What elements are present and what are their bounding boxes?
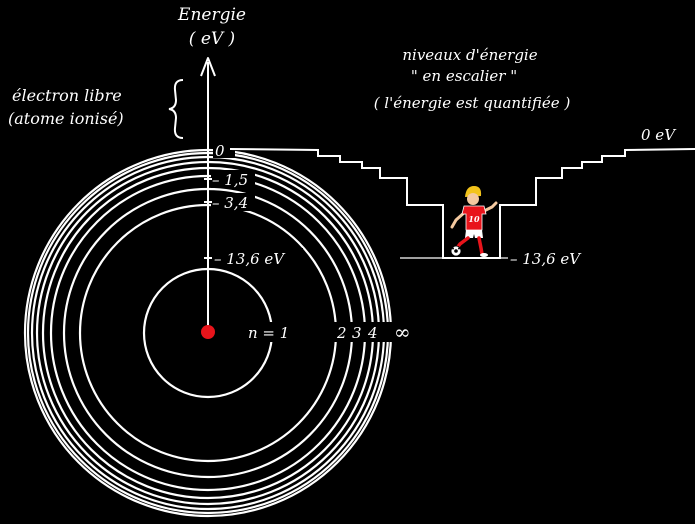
orbit-label-n1: n = 1 [248,324,289,342]
free-electron-label: électron libre [12,86,122,105]
level-label-0: 0 [215,142,225,160]
staircase-quantified-note: ( l'énergie est quantifiée ) [374,94,571,112]
curly-brace [168,79,184,139]
label-masks [211,142,414,342]
orbit-label-n4: 4 [367,324,378,342]
player-head [467,193,479,205]
staircase-title: niveaux d'énergie [402,46,537,64]
ionized-atom-label: (atome ionisé) [8,109,124,128]
axis-unit: ( eV ) [189,29,235,49]
player-boot-right [480,253,488,257]
level-label-3-4: – 3,4 [212,194,248,212]
soccer-ball-icon [450,245,462,257]
player-leg-right [477,236,484,256]
axis-ticks [204,149,212,259]
staircase-bottom-label: – 13,6 eV [510,250,582,268]
axis-title: Energie [177,5,246,25]
level-label-1-5: – 1,5 [212,171,248,189]
energy-staircase [229,148,695,259]
player-hair [465,186,482,197]
level-label-13-6: – 13,6 eV [214,250,286,268]
player-arm-left [450,210,467,229]
orbit-label-n2: 2 [336,324,347,342]
nucleus [201,325,215,339]
jersey-number: 10 [468,214,480,224]
player-shorts [465,230,483,238]
staircase-top-label: 0 eV [641,126,677,144]
orbit-label-infinity: ∞ [394,320,411,344]
orbit-label-n3: 3 [352,324,362,342]
staircase-subtitle: " en escalier " [411,67,517,85]
footballer-illustration: 10 [450,186,498,257]
energy-axis [200,57,216,333]
